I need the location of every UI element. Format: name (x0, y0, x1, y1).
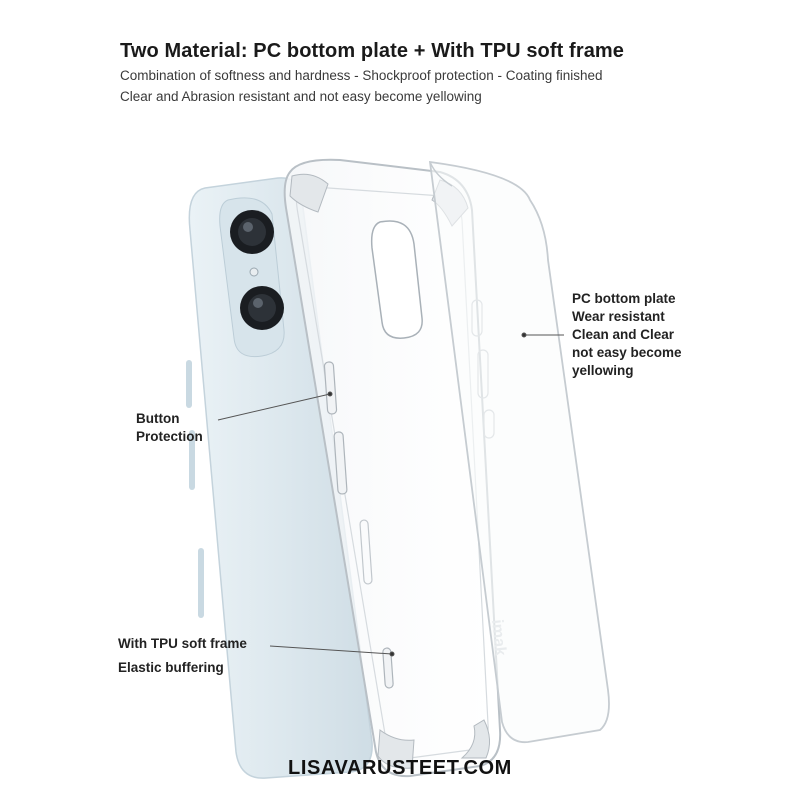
leader-lines (217, 332, 564, 657)
callout-line: Elastic buffering (118, 660, 224, 675)
subtitle-line-1: Combination of softness and hardness - S… (120, 68, 603, 83)
callout-line: not easy become (572, 345, 682, 360)
pc-bottom-plate (428, 160, 610, 744)
site-watermark: LISAVARUSTEET.COM (288, 757, 512, 779)
callout-line: PC bottom plate (572, 291, 676, 306)
callout-line: With TPU soft frame (118, 636, 247, 651)
callout-tpu-frame: With TPU soft frame Elastic buffering (118, 632, 247, 680)
callout-button-protection: Button Protection (136, 410, 203, 446)
callout-line: Wear resistant (572, 309, 665, 324)
subtitle-line-2: Clear and Abrasion resistant and not eas… (120, 89, 482, 104)
callout-line: Button (136, 411, 180, 426)
page-title: Two Material: PC bottom plate + With TPU… (120, 40, 625, 62)
camera-module (219, 197, 285, 358)
callout-line: yellowing (572, 363, 634, 378)
callout-line: Protection (136, 429, 203, 444)
callout-line: Clean and Clear (572, 327, 675, 342)
callout-pc-bottom-plate: PC bottom plate Wear resistant Clean and… (572, 290, 682, 380)
